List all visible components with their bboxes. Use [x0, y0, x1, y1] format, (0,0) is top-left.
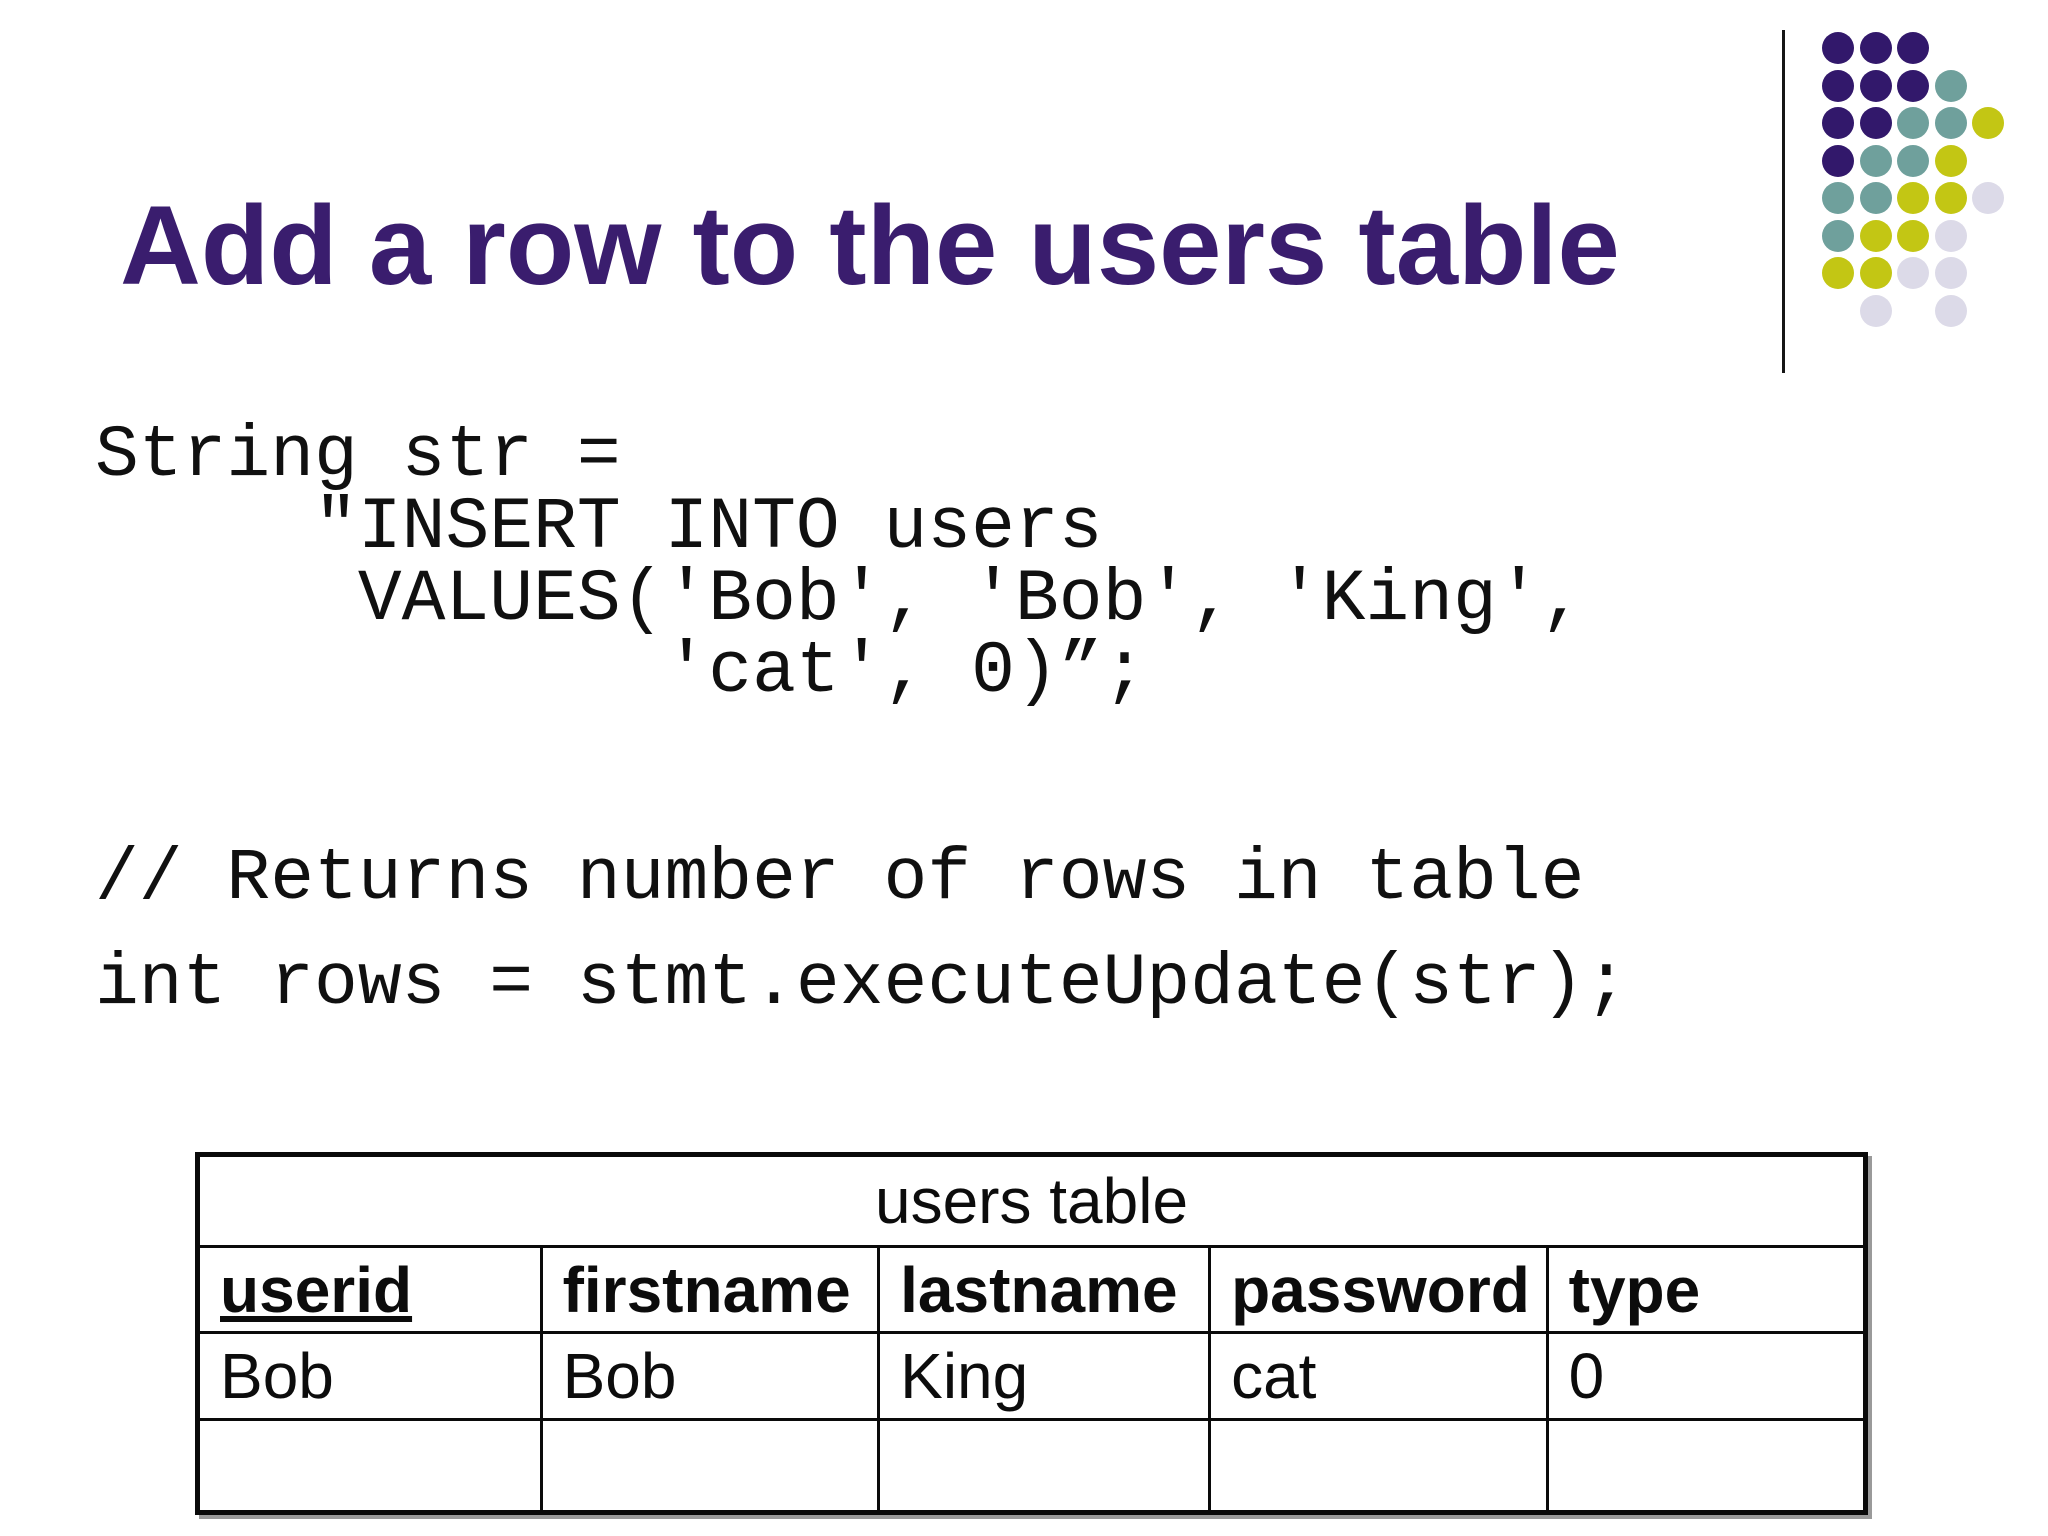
lavender-dot: [1859, 294, 1892, 327]
users-table-caption-row: users table: [200, 1157, 1863, 1248]
teal-dot: [1934, 69, 1967, 102]
purple-dot: [1897, 69, 1929, 102]
teal-dot: [1897, 144, 1929, 177]
teal-dot: [1859, 144, 1892, 177]
lavender-dot: [1972, 182, 2004, 214]
cell-type: 0: [1568, 1340, 1605, 1412]
column-header-userid: userid: [200, 1248, 543, 1331]
users-table-header-row: userid firstname lastname password type: [200, 1248, 1863, 1334]
column-header-firstname: firstname: [543, 1248, 881, 1331]
purple-dot: [1822, 144, 1854, 177]
code-line: 'cat', 0)”;: [95, 630, 1147, 713]
slide-title: Add a row to the users table: [120, 183, 1620, 308]
yellow-dot: [1934, 144, 1967, 177]
teal-dot: [1859, 182, 1892, 214]
purple-dot: [1859, 107, 1892, 139]
users-table: users table userid firstname lastname pa…: [195, 1152, 1868, 1515]
code-comment-line: // Returns number of rows in table: [95, 837, 1585, 920]
code-line: VALUES('Bob', 'Bob', 'King',: [95, 558, 1585, 641]
purple-dot: [1859, 69, 1892, 102]
empty-cell: [200, 1421, 543, 1510]
cell-password: cat: [1211, 1334, 1549, 1418]
lavender-dot: [1897, 257, 1929, 289]
purple-dot: [1822, 32, 1854, 64]
column-header-password: password: [1211, 1248, 1549, 1331]
purple-dot: [1822, 69, 1854, 102]
code-statement-line: int rows = stmt.executeUpdate(str);: [95, 942, 1629, 1025]
cell-firstname: Bob: [543, 1334, 881, 1418]
sql-code-block: String str = "INSERT INTO users VALUES('…: [95, 414, 1585, 713]
lavender-dot: [1934, 257, 1967, 289]
lavender-dot: [1934, 219, 1967, 252]
lavender-dot: [1934, 294, 1967, 327]
empty-cell: [1211, 1421, 1549, 1510]
users-table-empty-row: [200, 1421, 1863, 1510]
teal-dot: [1934, 107, 1967, 139]
cell-lastname: King: [880, 1334, 1212, 1418]
users-table-data-row: Bob Bob King cat 0: [200, 1334, 1863, 1421]
code-line: "INSERT INTO users: [95, 486, 1103, 569]
code-line: String str =: [95, 414, 621, 497]
purple-dot: [1859, 32, 1892, 64]
yellow-dot: [1822, 257, 1854, 289]
empty-cell: [543, 1421, 881, 1510]
teal-dot: [1822, 219, 1854, 252]
yellow-dot: [1859, 257, 1892, 289]
vertical-divider-line: [1782, 30, 1785, 373]
purple-dot: [1822, 107, 1854, 139]
yellow-dot: [1897, 182, 1929, 214]
yellow-dot: [1934, 182, 1967, 214]
empty-cell: [880, 1421, 1212, 1510]
yellow-dot: [1897, 219, 1929, 252]
teal-dot: [1897, 107, 1929, 139]
users-table-caption: users table: [874, 1165, 1189, 1237]
purple-dot: [1897, 32, 1929, 64]
empty-cell: [1549, 1421, 1863, 1510]
cell-userid: Bob: [200, 1334, 543, 1418]
column-header-type: type: [1568, 1253, 1701, 1326]
teal-dot: [1822, 182, 1854, 214]
yellow-dot: [1972, 107, 2004, 139]
column-header-lastname: lastname: [880, 1248, 1212, 1331]
yellow-dot: [1859, 219, 1892, 252]
